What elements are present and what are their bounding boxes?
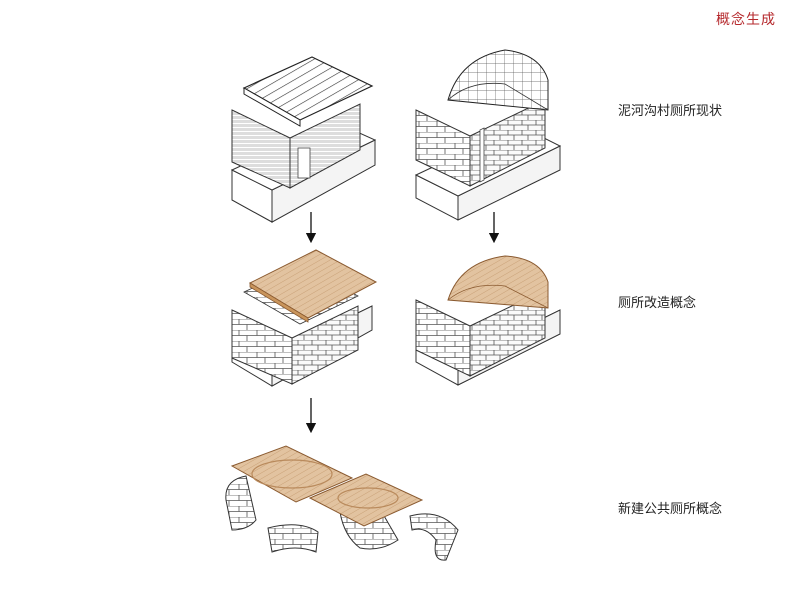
existing-toilet-b xyxy=(416,50,560,220)
existing-toilet-a xyxy=(232,57,375,222)
renovated-toilet-a xyxy=(232,250,376,386)
new-public-toilet xyxy=(226,446,458,560)
renovated-toilet-b xyxy=(416,256,560,385)
